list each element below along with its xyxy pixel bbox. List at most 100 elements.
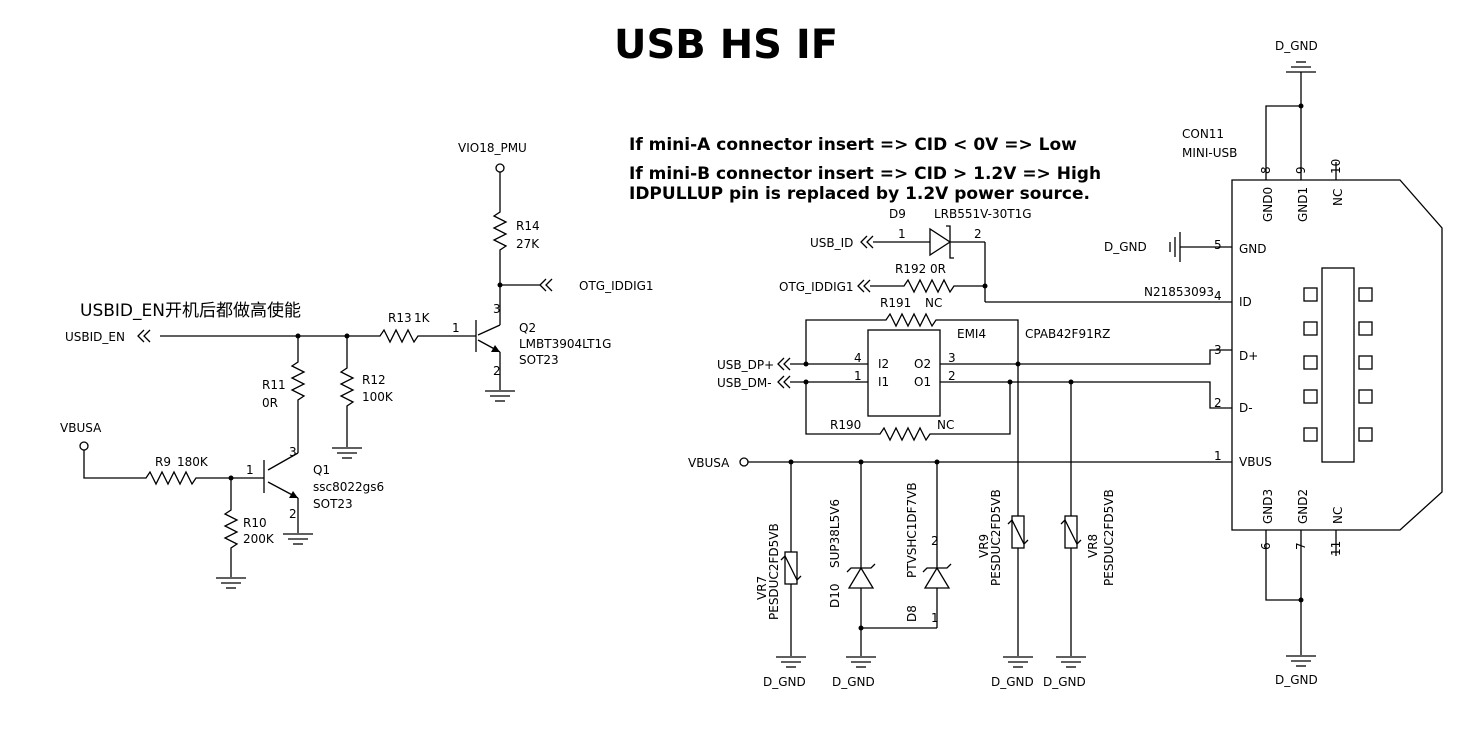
emi4-pin1: 1 — [854, 369, 862, 383]
r192-resistor — [870, 278, 985, 294]
net-usb-dm: USB_DM- — [717, 376, 772, 390]
con-pin-nc-bottom: NC — [1331, 507, 1345, 524]
con-pin-1: 1 — [1214, 449, 1222, 463]
note-idpullup: IDPULLUP pin is replaced by 1.2V power s… — [629, 184, 1090, 204]
page-title: USB HS IF — [614, 22, 838, 68]
r12-ref: R12 — [362, 373, 386, 387]
r10-ref: R10 — [243, 516, 267, 530]
net-vbusa-left: VBUSA — [60, 421, 102, 435]
ground-symbol — [215, 577, 247, 589]
d8-pin-2: 2 — [931, 534, 939, 548]
con-pin-dp: D+ — [1239, 349, 1258, 363]
otg-iddig1-offpage-arrow-left — [857, 279, 871, 293]
d8-tvs-diode — [861, 462, 952, 629]
ground-symbol — [282, 533, 314, 545]
con-pin-vbus: VBUS — [1239, 455, 1272, 469]
ground-symbol — [845, 656, 877, 668]
con11-ref: CON11 — [1182, 127, 1224, 141]
r14-value: 27K — [516, 237, 540, 251]
con-pin-gnd2: GND2 — [1296, 489, 1310, 524]
con-pin-5: 5 — [1214, 238, 1222, 252]
net-usb-dp: USB_DP+ — [717, 358, 774, 372]
r12-value: 100K — [362, 390, 394, 404]
r9-resistor — [83, 450, 264, 486]
r11-ref: R11 — [262, 378, 286, 392]
con-pin-gnd: GND — [1239, 242, 1267, 256]
net-dgnd: D_GND — [763, 675, 806, 689]
con-pin-3: 3 — [1214, 343, 1222, 357]
emi4-filter — [867, 329, 941, 417]
vr8-ref: VR8 — [1086, 534, 1100, 558]
con-pin-2: 2 — [1214, 396, 1222, 410]
con-pin-id: ID — [1239, 295, 1252, 309]
d9-pin-a: 1 — [898, 227, 906, 241]
q1-pkg: SOT23 — [313, 497, 353, 511]
d8-ref: D8 — [905, 605, 919, 622]
emi4-pin-i2: I2 — [878, 357, 889, 371]
ground-symbol — [1285, 655, 1317, 667]
vbusa-port-mid — [739, 457, 749, 467]
vr8-tvs — [1060, 382, 1082, 656]
d9-part: LRB551V-30T1G — [934, 207, 1032, 221]
q1-part: ssc8022gs6 — [313, 480, 384, 494]
net-otg-iddig1-right: OTG_IDDIG1 — [579, 279, 654, 293]
r11-resistor — [290, 336, 306, 453]
vr9-part: PESDUC2FD5VB — [989, 489, 1003, 586]
r9-value: 180K — [177, 455, 209, 469]
emi4-pin-i1: I1 — [878, 375, 889, 389]
emi4-pin2: 2 — [948, 369, 956, 383]
r192-value: 0R — [930, 262, 946, 276]
d10-part: SUP38L5V6 — [828, 499, 842, 568]
vr7-tvs — [780, 462, 802, 656]
net-usbid-en: USBID_EN — [65, 330, 125, 344]
ground-symbol-top — [1286, 61, 1316, 73]
vr7-part: PESDUC2FD5VB — [767, 523, 781, 620]
vr8-part: PESDUC2FD5VB — [1102, 489, 1116, 586]
r9-ref: R9 — [155, 455, 171, 469]
emi4-pin4: 4 — [854, 351, 862, 365]
con-pin-4: 4 — [1214, 289, 1222, 303]
con-pin-nc-top: NC — [1331, 189, 1345, 206]
q2-pin-e: 2 — [493, 364, 501, 378]
con-pin-dm: D- — [1239, 401, 1253, 415]
ground-symbol — [775, 656, 807, 668]
r14-ref: R14 — [516, 219, 540, 233]
net-dgnd: D_GND — [832, 675, 875, 689]
otg-iddig1-offpage-arrow — [539, 278, 553, 292]
q2-pkg: SOT23 — [519, 353, 559, 367]
r192-ref: R192 — [895, 262, 926, 276]
con-pin-gnd3: GND3 — [1261, 489, 1275, 524]
r10-resistor — [223, 478, 239, 577]
q1-pin-c: 3 — [289, 445, 297, 459]
q2-ref: Q2 — [519, 321, 536, 335]
usb-id-offpage-arrow — [860, 235, 874, 249]
vr9-ref: VR9 — [977, 534, 991, 558]
ground-symbol — [484, 390, 516, 402]
con-pin-gnd1: GND1 — [1296, 187, 1310, 222]
r13-resistor — [160, 328, 436, 344]
net-otg-iddig1-left: OTG_IDDIG1 — [779, 280, 854, 294]
connector-tongue — [1321, 267, 1355, 463]
net-dgnd-bottom: D_GND — [1275, 673, 1318, 687]
r13-value: 1K — [414, 311, 431, 325]
q1-pin-e: 2 — [289, 507, 297, 521]
d10-diode — [846, 462, 876, 656]
net-dgnd: D_GND — [1104, 240, 1147, 254]
net-dgnd: D_GND — [991, 675, 1034, 689]
r191-resistor — [805, 312, 1019, 364]
usb-dm-offpage-arrow — [777, 375, 791, 389]
emi4-pin3: 3 — [948, 351, 956, 365]
emi4-part: CPAB42F91RZ — [1025, 327, 1110, 341]
note-usbid-en: USBID_EN开机后都做高使能 — [80, 300, 301, 321]
r190-resistor — [805, 382, 1011, 442]
net-usb-id: USB_ID — [810, 236, 853, 250]
r191-value: NC — [925, 296, 942, 310]
r10-value: 200K — [243, 532, 275, 546]
vr7-ref: VR7 — [755, 576, 769, 600]
vio18-port — [495, 163, 505, 173]
q2-transistor — [436, 285, 501, 390]
vr9-tvs — [1007, 364, 1029, 656]
emi4-ref: EMI4 — [957, 327, 986, 341]
d8-part: PTVSHC1DF7VB — [905, 482, 919, 578]
